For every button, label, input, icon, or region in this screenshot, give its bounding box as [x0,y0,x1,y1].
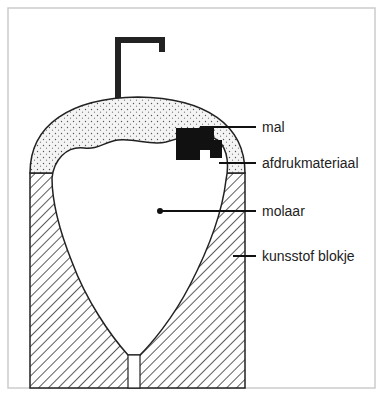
leader-line [200,126,256,128]
channel [128,355,140,388]
molar [52,135,228,355]
leader-line [160,210,256,212]
impression-material [176,128,222,160]
part-label: afdrukmateriaal [262,155,359,171]
part-label: mal [262,119,285,135]
frame [8,8,375,388]
leader-dot [213,160,219,166]
part-label: molaar [262,203,305,219]
handle [118,40,162,100]
leader-line [233,255,256,257]
leader-line [219,162,256,164]
part-label: kunsstof blokje [262,248,355,264]
